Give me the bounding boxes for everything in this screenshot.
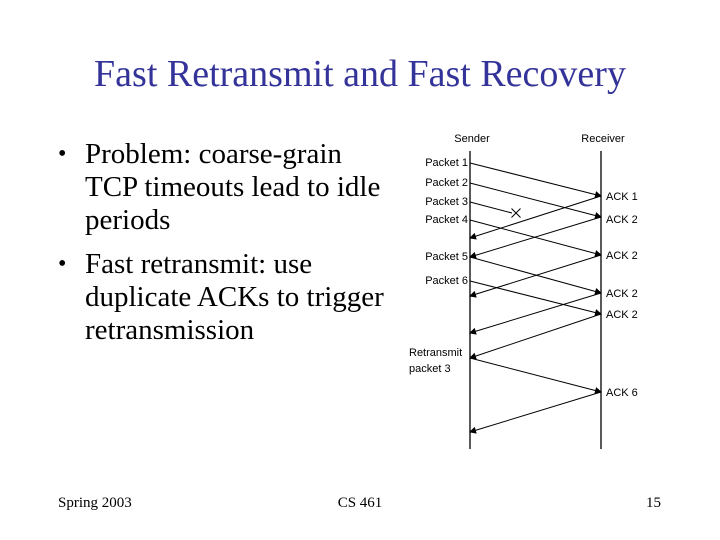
packet-arrow [469,256,603,295]
lost-packet-x-icon [511,208,521,218]
ack-arrow [468,254,602,298]
packet-arrow [469,182,603,219]
bullet-item: • Problem: coarse-grain TCP timeouts lea… [58,138,403,237]
footer-date: Spring 2003 [58,495,132,511]
bullet-icon: • [58,251,67,277]
packet-label: Packet 4 [425,214,468,226]
bullet-list: • Problem: coarse-grain TCP timeouts lea… [58,138,403,347]
ack-label: ACK 1 [606,191,638,203]
lost-packet-line [469,201,513,214]
sender-label: Sender [454,133,490,145]
retransmit-label-line2: packet 3 [409,363,451,375]
ack-label: ACK 2 [606,214,638,226]
packet-arrow [469,162,603,198]
bullet-text: Problem: coarse-grain TCP timeouts lead … [85,138,381,236]
bullet-text: Fast retransmit: use duplicate ACKs to t… [85,248,384,346]
packet-arrow [469,280,603,316]
footer-course: CS 461 [337,495,383,511]
packet-label: Packet 5 [425,251,468,263]
ack-arrow [468,216,602,259]
ack-arrow [468,292,602,335]
ack-label: ACK 2 [606,309,638,321]
ack-label: ACK 2 [606,250,638,262]
packet-label: Packet 1 [425,157,468,169]
packet-label: Packet 3 [425,196,468,208]
ack-arrow [469,195,602,240]
bullet-item: • Fast retransmit: use duplicate ACKs to… [58,248,403,347]
ack-arrow [469,313,602,360]
receiver-label: Receiver [581,133,625,145]
bullet-icon: • [58,141,67,167]
packet-label: Packet 2 [425,177,468,189]
ack-label: ACK 6 [606,387,638,399]
packet-arrow [469,219,603,257]
slide-title: Fast Retransmit and Fast Recovery [94,53,626,95]
ack-label: ACK 2 [606,288,638,300]
packet-label: Packet 6 [425,275,468,287]
ack-arrow [468,391,602,434]
lost-packet-x-icon [511,208,521,218]
footer-page-number: 15 [646,495,661,511]
packet-arrow [469,357,603,394]
retransmit-label-line1: Retransmit [409,347,463,359]
